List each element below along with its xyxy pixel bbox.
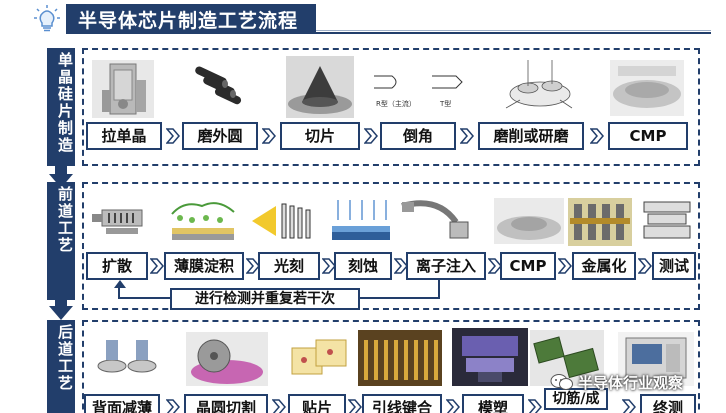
chevron-right-icon (488, 258, 502, 274)
grinding-diagram-image (500, 56, 578, 118)
chevron-right-icon (272, 399, 286, 413)
down-arrow-stem (55, 166, 67, 174)
chevron-right-icon (348, 399, 362, 413)
stage-label-back-end: 后道工艺 (56, 324, 74, 392)
title-bar: 半导体芯片制造工艺流程 (66, 4, 316, 32)
silicon-ingots-image (190, 62, 250, 114)
stage-label-wafer: 单晶硅片制造 (56, 52, 74, 154)
chevron-right-icon (460, 128, 474, 144)
title-underline (66, 32, 711, 34)
molding-machine-image (452, 328, 528, 386)
chevron-right-icon (590, 128, 604, 144)
title-area: 半导体芯片制造工艺流程 (0, 0, 726, 36)
back-grinding-diagram-image (92, 330, 164, 384)
down-arrow-icon (49, 306, 73, 320)
step-beveling: 倒角 (380, 122, 456, 150)
die-attach-image (284, 330, 354, 386)
step-crystal-pulling: 拉单晶 (86, 122, 162, 150)
panel-front-end-process (82, 182, 700, 310)
step-metallization: 金属化 (572, 252, 636, 280)
step-wire-bonding: 引线键合 (362, 394, 442, 413)
diffusion-furnace-image (88, 198, 156, 244)
step-back-thinning: 背面减薄 (84, 394, 160, 413)
chevron-right-icon (150, 258, 164, 274)
crystal-puller-image (92, 60, 154, 118)
page-title: 半导体芯片制造工艺流程 (78, 10, 299, 32)
step-ion-implantation: 离子注入 (406, 252, 486, 280)
chevron-right-icon (166, 128, 180, 144)
step-cmp-wafer: CMP (608, 122, 688, 150)
watermark: 半导体行业观察 (540, 368, 726, 413)
loop-label: 进行检测并重复若干次 (170, 288, 360, 310)
chevron-right-icon (638, 258, 652, 274)
stage-label-box-wafer: 单晶硅片制造 (47, 48, 75, 166)
stage-label-box-back-end: 后道工艺 (47, 320, 75, 413)
chevron-right-icon (246, 258, 260, 274)
chevron-right-icon (166, 399, 180, 413)
panel-wafer-manufacturing (82, 48, 700, 166)
bevel-profile-image: R型（主流） T型 (370, 64, 480, 114)
step-diffusion: 扩散 (86, 252, 148, 280)
step-testing: 测试 (652, 252, 696, 280)
trim-form-image (530, 330, 604, 386)
step-grinding-lapping: 磨削或研磨 (478, 122, 584, 150)
step-molding: 模塑 (462, 394, 524, 413)
wire-bonding-image (358, 330, 442, 386)
chevron-right-icon (446, 399, 460, 413)
wechat-icon (550, 374, 573, 390)
title-underline-thin (316, 30, 711, 31)
wafer-dicing-image (186, 332, 268, 386)
step-wafer-dicing: 晶圆切割 (184, 394, 268, 413)
watermark-text: 半导体行业观察 (578, 374, 684, 392)
test-structure-image (638, 196, 696, 246)
final-test-equipment-image (618, 332, 694, 386)
chevron-right-icon (364, 128, 378, 144)
step-etching: 刻蚀 (334, 252, 392, 280)
thin-film-diagram-image (166, 196, 240, 244)
panel-back-end-process (82, 320, 700, 413)
step-die-attach: 贴片 (288, 394, 346, 413)
chevron-right-icon (558, 258, 572, 274)
lightbulb-icon (34, 5, 60, 32)
wafer-slicing-image (286, 56, 354, 118)
step-slicing: 切片 (280, 122, 360, 150)
step-trim-form: 切筋/成 (544, 388, 608, 410)
chevron-right-icon (262, 128, 276, 144)
etching-diagram-image (328, 196, 392, 246)
step-od-grinding: 磨外圆 (182, 122, 258, 150)
step-cmp-front-end: CMP (500, 252, 556, 280)
stage-label-box-front-end: 前道工艺 (47, 182, 75, 300)
ion-implant-diagram-image (398, 196, 474, 246)
chevron-right-icon (528, 399, 542, 413)
metallization-image (568, 198, 632, 246)
step-lithography: 光刻 (258, 252, 320, 280)
lithography-diagram-image (246, 196, 320, 246)
chevron-right-icon (322, 258, 336, 274)
down-arrow-stem (55, 300, 67, 306)
cmp-front-end-image (494, 198, 564, 244)
step-thin-film-deposition: 薄膜淀积 (164, 252, 244, 280)
step-final-test: 终测 (640, 394, 696, 413)
t-type-label: T型 (439, 99, 451, 108)
cmp-machine-image (610, 60, 684, 116)
chevron-right-icon (394, 258, 408, 274)
stage-label-front-end: 前道工艺 (56, 186, 74, 254)
loop-arrow-up-icon (114, 280, 126, 288)
r-type-label: R型（主流） (376, 99, 416, 108)
chevron-right-icon (622, 399, 636, 413)
loop-connector-riser (438, 280, 440, 288)
